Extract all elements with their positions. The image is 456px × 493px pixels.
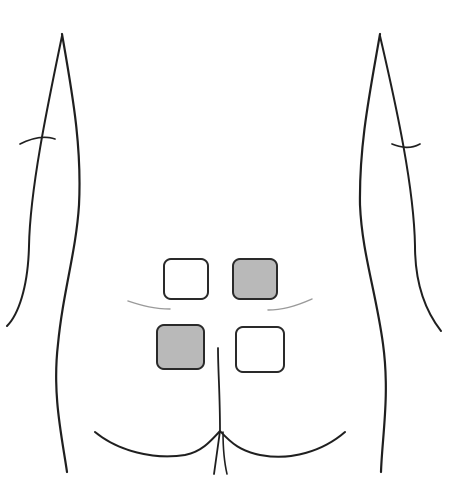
upper-right-electrode-pad [233, 259, 277, 299]
upper-left-electrode-pad [164, 259, 208, 299]
lower-left-electrode-pad [157, 325, 204, 369]
lower-right-electrode-pad [236, 327, 284, 372]
